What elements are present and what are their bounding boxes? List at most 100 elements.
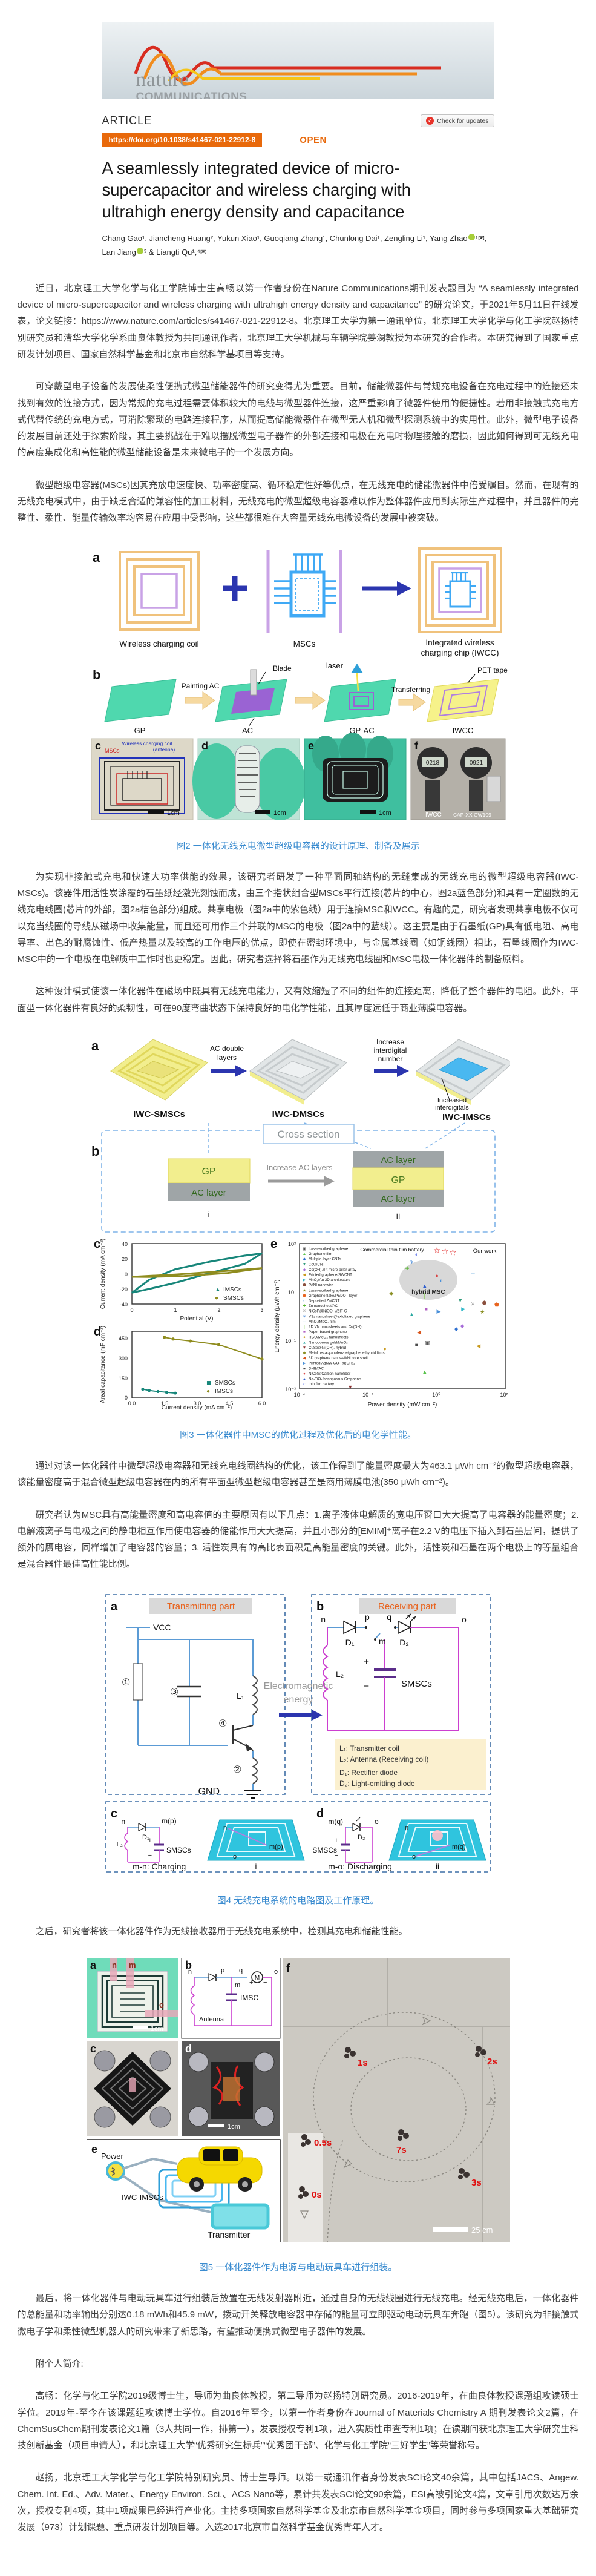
scatter-point: ◆ [389, 1290, 393, 1296]
scale-label: 1cm [379, 809, 391, 817]
iwcc-b-label: IWCC [452, 726, 473, 735]
data-point [173, 1391, 177, 1395]
transmitting-box [105, 1593, 286, 1795]
axis-label: Current density (mA cm⁻²) [100, 1239, 106, 1309]
legend-marker-icon: ✚ [303, 1304, 306, 1308]
gnd-label: GND [198, 1787, 220, 1797]
minus-label: − [148, 1852, 151, 1859]
doi-link[interactable]: https://doi.org/10.1038/s41467-021-22912… [102, 133, 263, 147]
legend-entry: MnO₂/MoO₂ film [309, 1320, 336, 1324]
legend-entry: Multiple-layer CNTs [309, 1257, 341, 1262]
panel-letter: e [308, 740, 314, 752]
node-label: o [233, 1853, 237, 1860]
authors-part1: Chang Gao¹, Jiancheng Huang², Yukun Xiao… [102, 234, 468, 243]
scatter-point: ◐ [414, 1251, 418, 1257]
annotation: Increased [437, 1097, 466, 1104]
ac-layer [352, 1150, 444, 1168]
arrow-right-icon [361, 581, 411, 596]
plus-label: + [148, 1837, 151, 1844]
tick-label: 20 [121, 1256, 127, 1262]
axis-label: Energy density (μWh cm⁻²) [274, 1279, 281, 1352]
iwcc-label-1: Integrated wireless [425, 638, 494, 647]
time-label: 3s [471, 2178, 482, 2188]
cross-section-title-box [262, 1124, 355, 1144]
em-energy-label2: energy [283, 1695, 313, 1705]
chip-label: IWC-DMSCs [272, 1109, 324, 1119]
figure4-image: a Transmitting part ① [105, 1593, 491, 1873]
legend-marker: ▲ [215, 1286, 221, 1293]
l2-label: L₂ [336, 1669, 344, 1679]
smscs-label: SMSCs [401, 1679, 432, 1689]
gpac-label: GP-AC [349, 726, 374, 735]
node-label: n [121, 1817, 125, 1826]
layer-label: GP [391, 1175, 405, 1185]
paragraph-design: 为实现非接触式充电和快速大功率供能的效果，该研究者研发了一种平面同轴结构的无缝集… [17, 871, 579, 965]
component-number: ① [122, 1678, 130, 1688]
layer-label: AC layer [381, 1194, 416, 1204]
scatter-point: ▼ [347, 1384, 353, 1390]
tick-label: 3.0 [193, 1400, 201, 1406]
scale-label: 25 cm [471, 2225, 493, 2235]
layer-label: AC layer [191, 1188, 226, 1198]
legend-marker-icon: ✕ [303, 1309, 306, 1314]
check-for-updates-label: Check for updates [437, 117, 489, 125]
paragraph-wireless-test: 之后，研究者将该一体化器件作为无线接收器用于无线充电系统中，检测其充电和储能性能… [35, 1926, 408, 1937]
tick-label: 10³ [287, 1241, 295, 1247]
journal-banner: nature COMMUNICATIONS [102, 22, 494, 99]
node-label: o [462, 1615, 467, 1624]
scatter-point: ⬟ [494, 1302, 499, 1308]
legend-marker-icon: ◀ [303, 1273, 306, 1277]
scatter-point: ❘ [422, 1293, 427, 1299]
minus-label: − [364, 1681, 369, 1692]
imsc-label: IMSC [240, 1994, 258, 2002]
scale-label: 1cm [167, 809, 180, 817]
ac-label: AC [241, 726, 252, 735]
discharging-label: m-o: Discharging [328, 1862, 392, 1871]
paragraph-flexibility: 这种设计模式使该一体化器件在磁场中既具有无线充电能力，又有效缩短了不同的组件的连… [17, 986, 579, 1013]
time-label: 0s [312, 2190, 322, 2200]
paragraph-reasons: 研究者认为MSC具有高能量密度和高电容值的主要原因有以下几点：1.离子液体电解质… [17, 1509, 579, 1570]
axis-label: Power density (mW cm⁻²) [367, 1402, 437, 1408]
legend-entry: Metal hexacyanoferrate/graphene hybrid f… [309, 1351, 385, 1355]
tick-label: 10⁻³ [285, 1386, 296, 1392]
gp-layer [352, 1167, 444, 1190]
paragraph-background: 可穿戴型电子设备的发展使柔性便携式微型储能器件的研究变得尤为重要。目前，储能微器… [17, 381, 579, 458]
panel-letter: b [93, 667, 100, 682]
panel-letter: b [185, 1959, 192, 1971]
legend-entry: NiCoP@NiOOH//ZIF-C [309, 1309, 347, 1314]
tick-label: 1.5 [160, 1400, 168, 1406]
d1-label: D₁ [345, 1638, 354, 1647]
node-label: o [274, 1968, 278, 1975]
iwcc-schematic [418, 547, 502, 633]
node-label: m(q) [328, 1817, 343, 1826]
commercial-battery-label: Commercial thin film battery [360, 1247, 424, 1253]
node-label: o [159, 2000, 164, 2009]
photo-panel-c: c Wireless charging coil (antenna) MSCs … [91, 738, 193, 820]
node-label: m [379, 1636, 386, 1646]
legend-marker-icon: ■ [303, 1330, 306, 1334]
figure2-image: a Wireless charging coil MSCs [91, 547, 508, 820]
tick-label: 3 [260, 1307, 263, 1313]
check-for-updates-button[interactable]: ✓ Check for updates [421, 114, 494, 127]
scatter-point: ✕ [470, 1301, 475, 1307]
iwcc-label-2: charging chip (IWCC) [421, 648, 499, 657]
legend-marker-icon: ▣ [302, 1247, 306, 1251]
open-access-label: OPEN [300, 134, 327, 145]
legend-entry: VS₂ nanosheet@exfoliated graphene [309, 1314, 370, 1319]
power-label: Power [101, 2152, 124, 2161]
node-label: n [405, 1824, 408, 1831]
l2-label: L₂ [116, 1841, 122, 1848]
bio-zhao: 赵扬，北京理工大学化学与化工学院特别研究员、博士生导师。以第一或通讯作者身份发表… [17, 2472, 579, 2533]
sub-index: ii [436, 1862, 439, 1871]
panel-letter: e [91, 2143, 97, 2155]
node-label: o [375, 1817, 379, 1826]
scatter-point: ☆ [441, 1247, 449, 1256]
panel-letter: c [94, 1237, 100, 1251]
legend-label: IMSCs [223, 1286, 241, 1293]
data-point [162, 1336, 166, 1339]
arrow-head-icon [234, 1064, 247, 1077]
legend-marker-icon: ◆ [303, 1351, 306, 1355]
panel-letter: f [286, 1962, 290, 1975]
scatter-point: ✚ [404, 1265, 409, 1271]
